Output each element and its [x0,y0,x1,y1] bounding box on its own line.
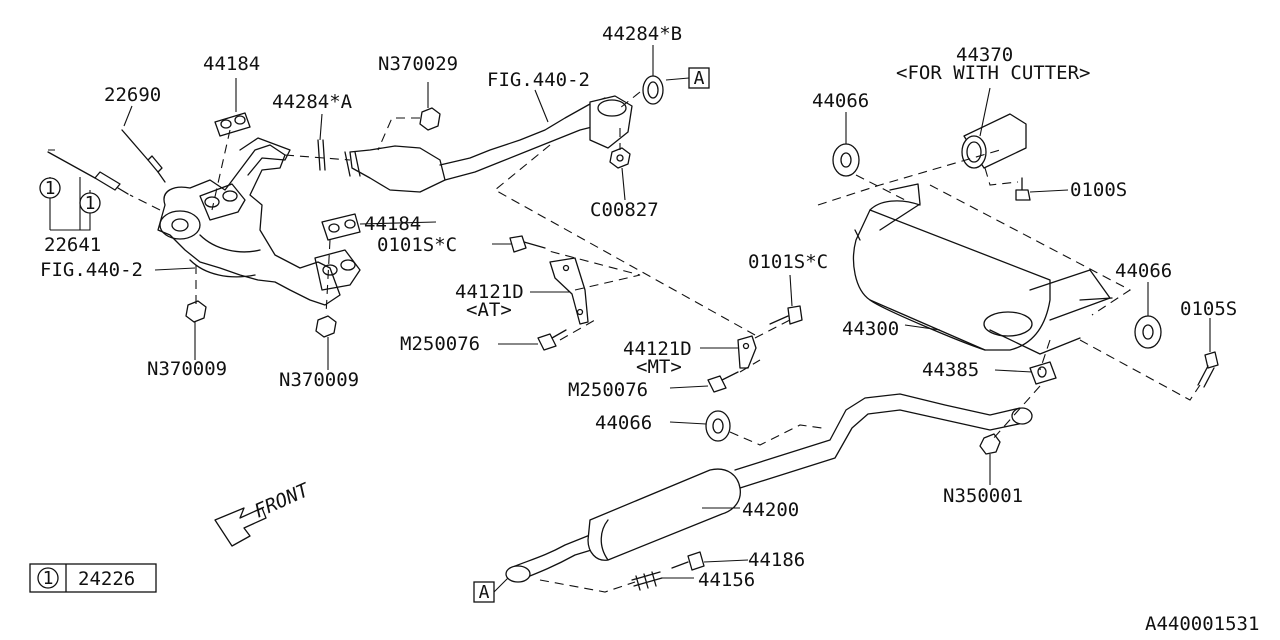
callout-circle-2: 1 [79,192,101,214]
spring-44156-drawing [631,571,663,591]
callout-circle-1: 1 [39,177,61,199]
label-44184-upper: 44184 [203,53,260,75]
exhaust-manifold-drawing [157,137,361,306]
label-44066-right: 44066 [1115,260,1172,282]
bolt-0100s-drawing [1015,177,1031,201]
label-0101s-c-left: 0101S*C [377,234,457,256]
bolt-m250076b-drawing [707,371,739,393]
gasket-lower-drawing [321,213,361,241]
label-44121d-at: 44121D [455,281,524,303]
nut-n370009a-drawing [185,300,207,323]
front-direction-arrow: FRONT [214,479,314,547]
label-m250076-upper: M250076 [400,333,480,355]
bolt-0105s-drawing [1197,351,1219,388]
label-44184-lower: 44184 [364,213,421,235]
label-fig440-2-top: FIG.440-2 [487,69,590,91]
label-44066-upper: 44066 [812,90,869,112]
nut-n370029-drawing [419,107,441,131]
nut-c00827-drawing [609,147,631,169]
cushion-44066a-drawing [832,143,860,177]
svg-text:FRONT: FRONT [251,479,314,523]
diagram-id: A440001531 [1145,613,1259,635]
leader-lines [48,45,1211,579]
label-44284a: 44284*A [272,91,353,113]
label-for-with-cutter: <FOR WITH CUTTER> [896,62,1090,84]
gasket-44385-drawing [1029,361,1057,385]
bolt-0101s-upper-drawing [509,235,546,253]
bolt-m250076a-drawing [537,329,567,351]
svg-text:A: A [694,68,705,89]
svg-text:1: 1 [45,178,56,199]
label-44370: 44370 [956,44,1013,66]
label-n370009-right: N370009 [279,369,359,391]
cushion-44066c-drawing [705,410,731,442]
label-m250076-lower: M250076 [568,379,648,401]
assembly-dash-lines [129,91,1201,593]
svg-text:A: A [479,582,490,603]
svg-text:1: 1 [43,568,54,589]
center-exhaust-pipe-drawing [505,393,1033,583]
label-22690: 22690 [104,84,161,106]
label-44300: 44300 [842,318,899,340]
cushion-44066b-drawing [1134,315,1162,349]
gasket-44284b-drawing [642,75,664,105]
front-pipe-catalyst-drawing [344,95,633,193]
label-c00827: C00827 [590,199,659,221]
bolt-0101s-right-drawing [769,305,803,325]
label-fig440-2-left: FIG.440-2 [40,259,143,281]
reference-box-a-bottom: A [473,581,495,603]
label-44156: 44156 [698,569,755,591]
label-at: <AT> [466,299,512,321]
label-0101s-c-right: 0101S*C [748,251,828,273]
gasket-44284a-drawing [317,139,326,171]
label-44186: 44186 [748,549,805,571]
legend-box: 1 24226 [29,563,157,593]
label-n350001: N350001 [943,485,1023,507]
label-22641: 22641 [44,234,101,256]
bolt-44186-drawing [671,551,705,571]
svg-text:24226: 24226 [78,568,135,590]
oxygen-sensor-22641-drawing [47,151,129,195]
part-labels: 44284*B 44370 <FOR WITH CUTTER> FIG.440-… [40,23,1259,635]
label-0105s: 0105S [1180,298,1237,320]
label-44284b: 44284*B [602,23,682,45]
bracket-44121d-mt-drawing [737,335,757,369]
nut-n370009b-drawing [315,315,337,338]
svg-text:1: 1 [85,193,96,214]
oxygen-sensor-22690-drawing [121,129,166,183]
label-0100s: 0100S [1070,179,1127,201]
label-mt: <MT> [636,356,682,378]
muffler-cutter-drawing [961,113,1027,169]
label-44200: 44200 [742,499,799,521]
bracket-44121d-at-drawing [549,257,589,325]
label-44066-lower: 44066 [595,412,652,434]
label-n370009-left: N370009 [147,358,227,380]
nut-n350001-drawing [979,433,1001,455]
label-44385: 44385 [922,359,979,381]
reference-box-a-top: A [688,67,710,89]
rear-muffler-drawing [852,183,1113,355]
label-44121d-mt: 44121D [623,338,692,360]
label-n370029: N370029 [378,53,458,75]
gasket-upper-drawing [214,112,251,137]
